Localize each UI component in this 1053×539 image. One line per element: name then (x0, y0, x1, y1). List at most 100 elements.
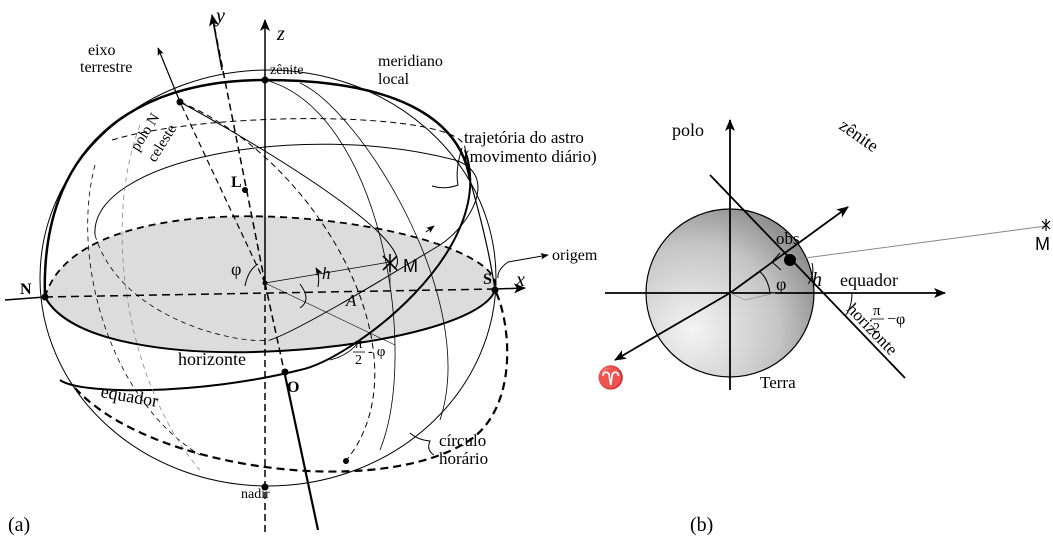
azimuth-line (264, 282, 396, 346)
frac-arc (329, 339, 361, 361)
panel-b: polo zênite obs M h equador φ π 2 −φ hor… (597, 115, 1051, 536)
horizon-back-edge (44, 215, 497, 298)
label-meridiano: meridiano (378, 53, 443, 70)
label-terrestre: terrestre (80, 59, 132, 76)
label-m-b: M (1035, 234, 1050, 254)
svg-text:π: π (355, 336, 363, 352)
y-axis-lower (264, 282, 286, 376)
origin-callout (497, 253, 549, 279)
meridian-arc-4 (299, 82, 449, 421)
label-origem: origem (552, 247, 598, 264)
axis-label-x: x (515, 269, 525, 291)
lower-parallel-circle (74, 289, 509, 473)
equator-back (111, 118, 466, 151)
x-axis-tip (494, 283, 526, 294)
label-horario: horário (439, 449, 488, 468)
label-eixo: eixo (88, 42, 116, 59)
label-n: N (20, 281, 32, 298)
point-o (281, 368, 289, 376)
label-polo: polo (672, 120, 704, 140)
angle-a-arc (299, 283, 307, 309)
label-local: local (378, 71, 410, 88)
angle-frac-arc-b (845, 292, 853, 316)
label-h-b: h (812, 269, 822, 291)
local-meridian-continued (469, 179, 496, 291)
trajectory-back (94, 234, 271, 341)
hour-circle-front (179, 101, 398, 269)
zenith-line (729, 206, 849, 294)
star-direction-b (789, 225, 1047, 261)
label-l: L (231, 174, 242, 191)
label-movimento: (movimento diário) (464, 147, 597, 166)
axis-label-y: y (214, 5, 225, 27)
label-phi-b: φ (776, 274, 786, 294)
label-s: S (483, 271, 492, 288)
svg-text:2: 2 (873, 321, 880, 336)
star-m-icon (382, 254, 398, 272)
y-axis (211, 14, 266, 284)
x-axis (44, 288, 496, 298)
angle-phi-arc-b (758, 270, 771, 294)
y-axis-tip (209, 14, 223, 71)
label-nadir: nadir (241, 487, 270, 502)
aries-axis (614, 292, 731, 361)
circulo-callout (409, 432, 435, 456)
label-equador: equador (99, 381, 160, 411)
star-direction-line (264, 261, 391, 284)
nadir-point (261, 483, 269, 491)
horizon-front-edge (44, 289, 496, 354)
equator-front (59, 149, 472, 392)
label-zenite-b: zênite (836, 115, 883, 156)
point-s (491, 286, 499, 294)
trajectory-callout (431, 147, 463, 189)
svg-text:−φ: −φ (887, 311, 905, 328)
meridian-arc-3 (264, 79, 396, 451)
label-equador-b: equador (840, 270, 898, 290)
caption-b: (b) (690, 514, 713, 536)
earth-axis (179, 101, 266, 284)
angle-h-arc-b (807, 262, 814, 285)
label-circulo: círculo (439, 431, 486, 450)
label-o: O (287, 379, 299, 396)
label-a: A (345, 291, 357, 310)
y-axis-lower-solid (283, 374, 320, 531)
star-m-icon-b (1041, 219, 1051, 231)
label-h: h (322, 264, 331, 283)
svg-text:2: 2 (355, 353, 362, 368)
label-horizonte: horizonte (178, 349, 246, 369)
earth-axis-tip (157, 47, 181, 103)
label-trajetoria: trajetória do astro (464, 128, 584, 147)
panel-a: y z x eixo terrestre zênite meridiano lo… (4, 5, 598, 536)
caption-a: (a) (8, 514, 30, 536)
observer-point (784, 254, 796, 266)
local-meridian (43, 78, 472, 298)
fraction-label: π 2 - φ (353, 336, 386, 368)
x-axis-left-stub (4, 296, 46, 301)
meridian-arc-2 (121, 124, 201, 471)
horizon-line (709, 174, 906, 379)
point-l (242, 187, 248, 193)
label-zenite: zênite (270, 63, 303, 78)
right-angle-mark (771, 252, 782, 271)
zenith-point (261, 76, 269, 84)
lower-point (343, 458, 349, 464)
projection-hint (729, 292, 776, 301)
point-n (41, 293, 49, 301)
fraction-label-b: π 2 −φ (871, 303, 905, 336)
north-pole-point (176, 98, 184, 106)
angle-phi-arc (244, 263, 259, 287)
axis-label-z: z (276, 23, 285, 45)
origin-point (262, 280, 268, 286)
label-m: M (403, 256, 418, 276)
svg-text:π: π (873, 303, 881, 319)
horizon-plane (45, 216, 496, 353)
angle-h-arc (315, 267, 323, 288)
svg-text:- φ: - φ (368, 344, 386, 360)
label-terra: Terra (760, 373, 796, 392)
aries-icon: ♈ (597, 365, 624, 390)
label-phi: φ (231, 259, 241, 279)
label-obs: obs (776, 229, 800, 248)
meridian-arc-1 (87, 164, 201, 456)
trajectory-arrow (425, 225, 435, 233)
